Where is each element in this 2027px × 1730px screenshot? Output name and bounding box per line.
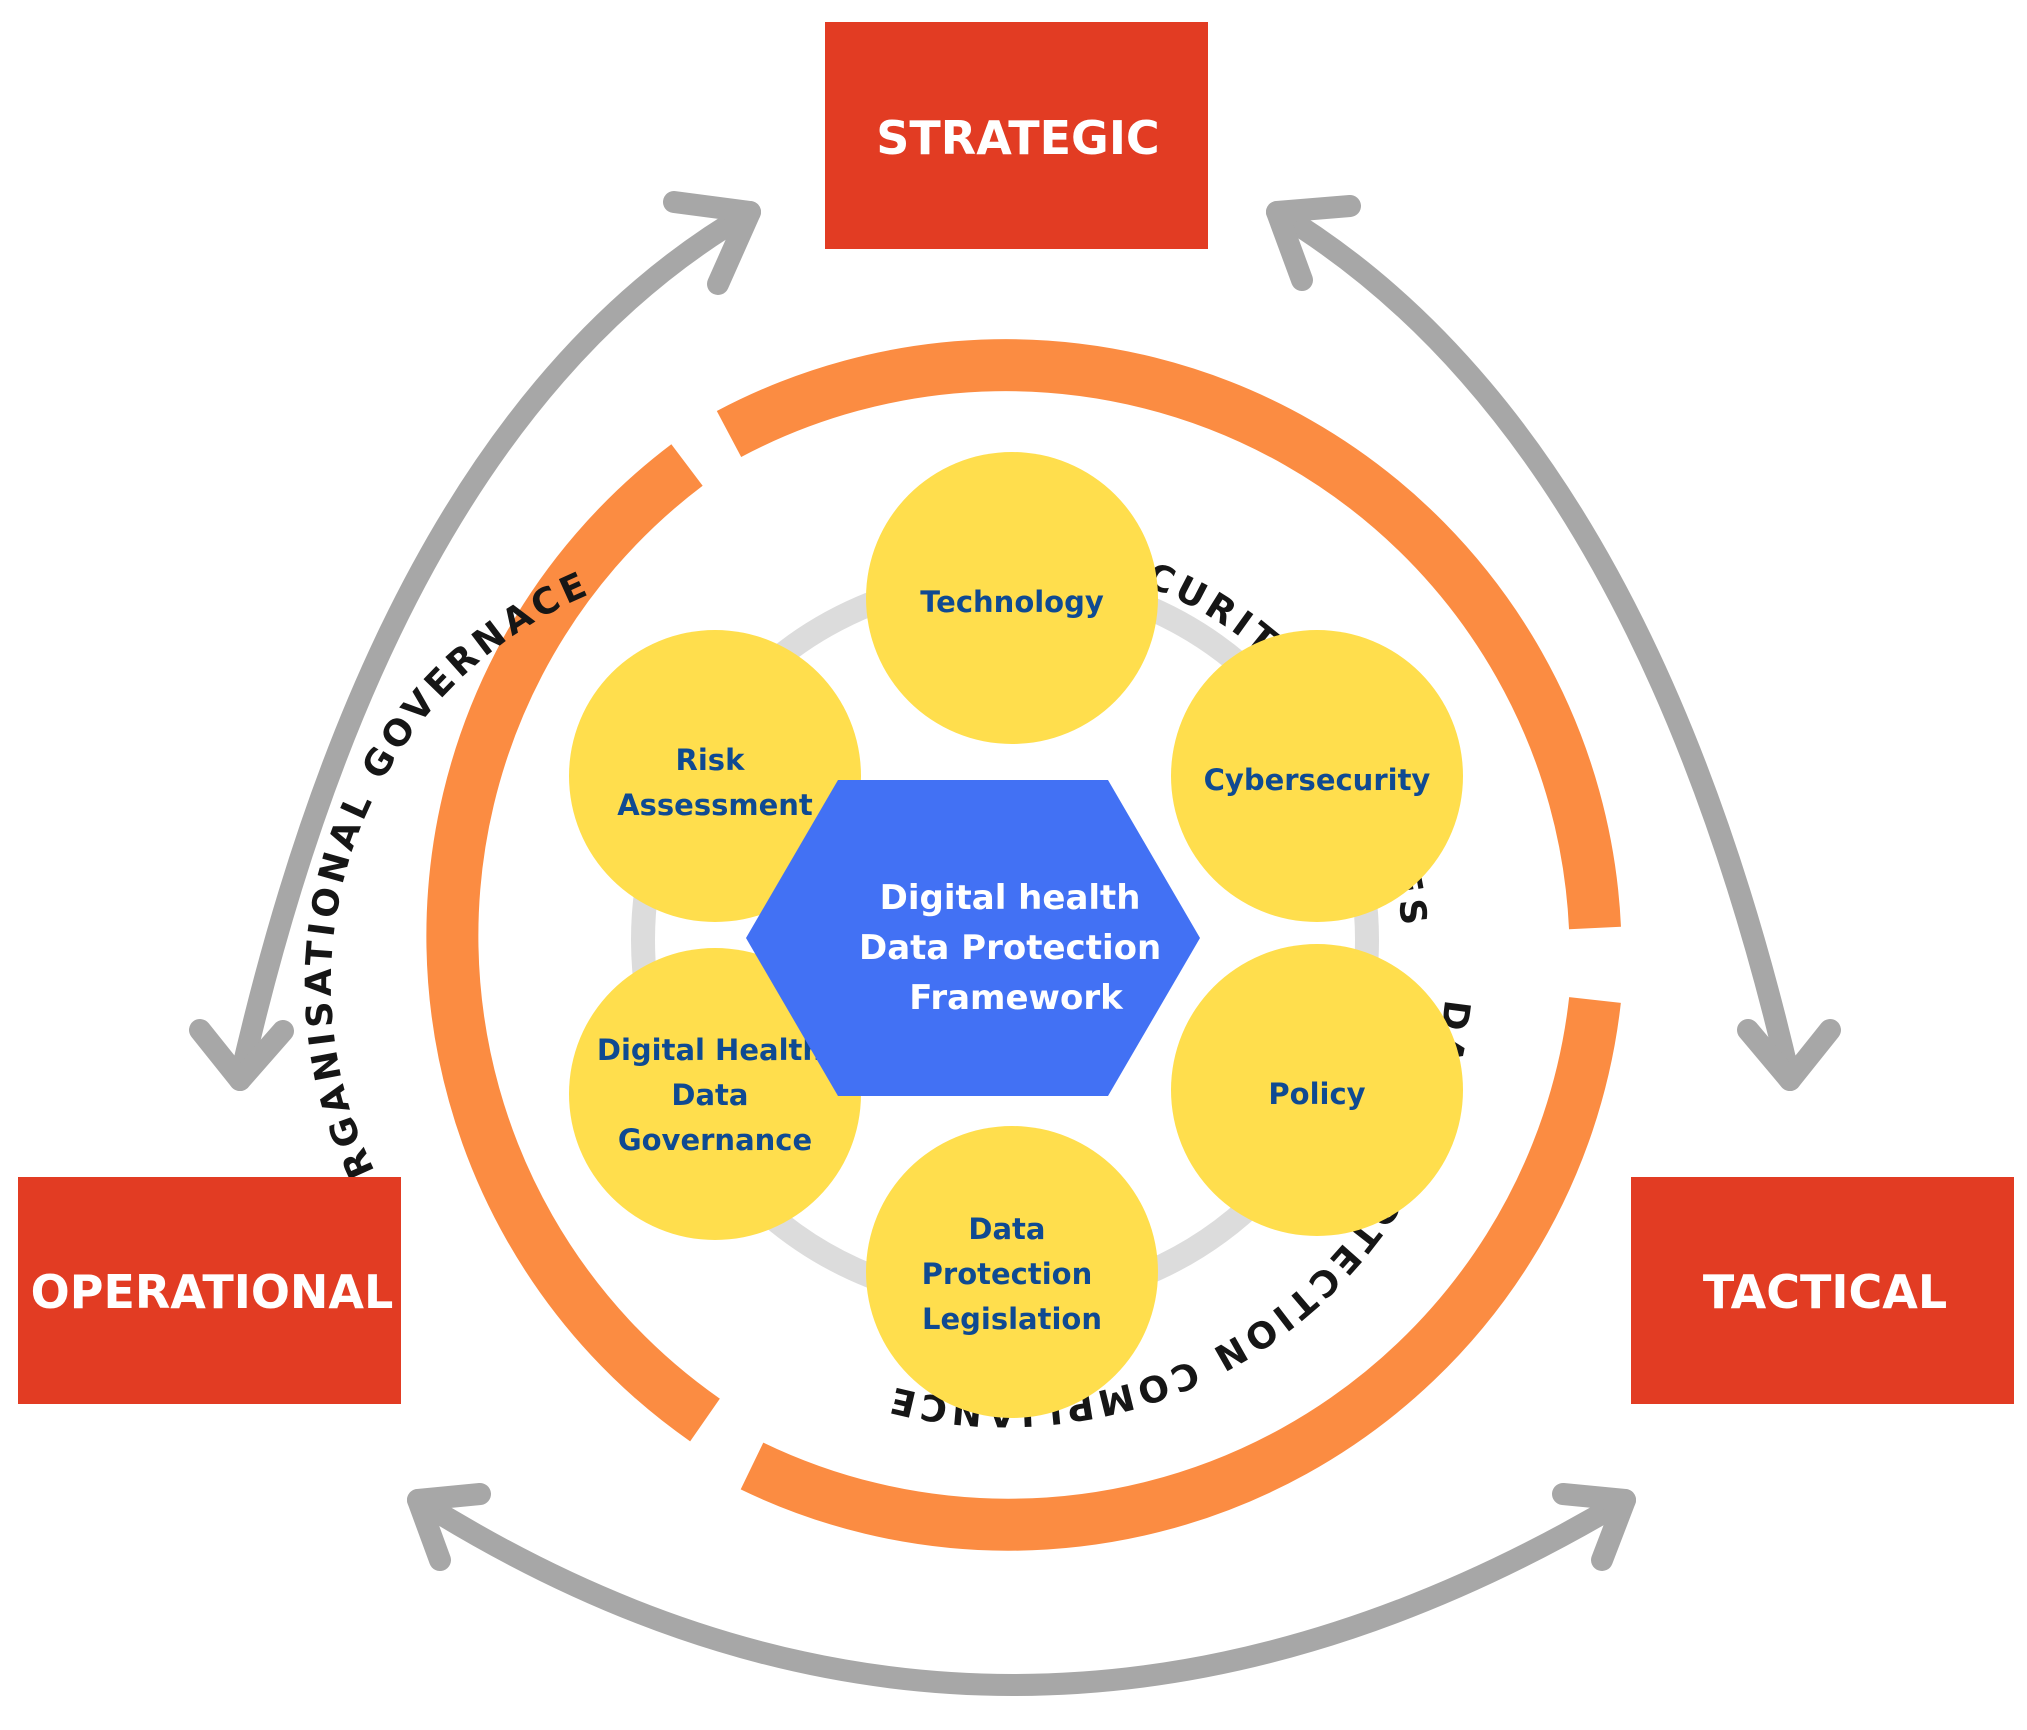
svg-text:Risk Assessment: Risk Assessment — [617, 743, 813, 822]
node-label-line: Data — [968, 1212, 1045, 1246]
ring-segment-organisational-governance — [426, 444, 720, 1442]
node-policy: Policy — [1171, 944, 1463, 1236]
level-box-strategic: STRATEGIC — [825, 22, 1208, 249]
level-label-operational: OPERATIONAL — [31, 1265, 394, 1319]
level-box-operational: OPERATIONAL — [18, 1177, 401, 1404]
node-label-line: Technology — [920, 585, 1104, 619]
center-label-line: Digital health — [880, 878, 1141, 918]
center-label-line: Data Protection — [859, 928, 1161, 968]
arrow-head-icon — [1737, 1019, 1841, 1091]
node-label-line: Cybersecurity — [1204, 763, 1431, 797]
level-label-tactical: TACTICAL — [1703, 1265, 1947, 1319]
node-cybersecurity: Cybersecurity — [1171, 630, 1463, 922]
svg-text:Data Protection Le: Data Protection Legislation — [922, 1212, 1103, 1336]
node-label-line: Assessment — [617, 788, 813, 822]
ring-segment-cybersecurity-practices — [716, 339, 1621, 930]
level-box-tactical: TACTICAL — [1631, 1177, 2014, 1404]
ring-segment-data-protection-compliance — [740, 997, 1621, 1551]
arrow-strategic-operational — [189, 191, 761, 1091]
node-label-line: Data — [671, 1078, 748, 1112]
node-label-line: Policy — [1268, 1077, 1365, 1111]
svg-text:Digital Health Data: Digital Health Data Governance — [597, 1033, 833, 1157]
center-label-line: Framework — [909, 978, 1124, 1018]
outer-ring — [426, 339, 1621, 1551]
svg-text:Policy: Policy — [1268, 1077, 1365, 1111]
arrow-head-icon — [1552, 1483, 1636, 1571]
arrow-head-icon — [663, 191, 761, 295]
arrow-operational-tactical — [407, 1483, 1636, 1696]
arrow-strategic-tactical — [1266, 195, 1841, 1091]
arrow-head-icon — [1266, 195, 1361, 291]
svg-text:Cybersecurity: Cybersecurity — [1204, 763, 1431, 797]
node-data-protection-legislation: Data Protection Legislation — [866, 1126, 1158, 1418]
svg-text:Technology: Technology — [920, 585, 1104, 619]
node-digital-health-data-governance: Digital Health Data Governance — [569, 948, 861, 1240]
svg-text:Digital health Data Prot: Digital health Data Protection Framework — [859, 878, 1173, 1018]
level-label-strategic: STRATEGIC — [876, 111, 1159, 165]
center-framework-hexagon: Digital health Data Protection Framework — [746, 780, 1200, 1096]
node-label-line: Governance — [618, 1123, 812, 1157]
node-label-line: Legislation — [922, 1302, 1102, 1336]
node-label-line: Digital Health — [597, 1033, 823, 1067]
arrow-head-icon — [189, 1019, 294, 1091]
node-risk-assessment: Risk Assessment — [569, 630, 861, 922]
node-label-line: Risk — [676, 743, 746, 777]
node-label-line: Protection — [922, 1257, 1093, 1291]
node-technology: Technology — [866, 452, 1158, 744]
arrow-head-icon — [407, 1483, 491, 1571]
